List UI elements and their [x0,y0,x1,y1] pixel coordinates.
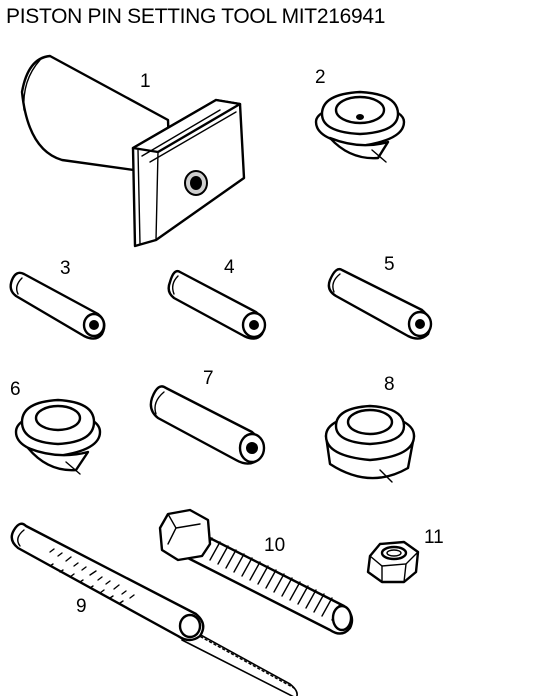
part-10-hex-bolt-icon [158,508,354,635]
part-8-guide-collar-icon [324,404,416,483]
part-6-guide-collar-icon [14,398,102,475]
part-number-label: 9 [76,596,87,617]
part-number-label: 3 [60,258,71,279]
part-number-label: 7 [203,368,214,389]
part-number-label: 11 [424,527,444,548]
part-number-label: 5 [384,254,395,275]
part-7-pin-adapter-icon [149,385,266,465]
part-number-label: 1 [140,71,151,92]
part-3-pin-adapter-icon [9,271,106,340]
part-11-hex-nut-icon [366,540,420,584]
part-1-mandrel-with-plate-icon [20,54,246,248]
part-number-label: 6 [10,379,21,400]
part-number-label: 8 [384,374,395,395]
part-number-label: 10 [264,535,285,556]
part-4-pin-adapter-icon [167,269,267,340]
part-number-label: 2 [315,67,326,88]
page-title: PISTON PIN SETTING TOOL MIT216941 [6,5,386,28]
part-2-guide-collar-icon [314,90,406,163]
part-9-graduated-rod-icon [10,522,298,696]
part-number-label: 4 [224,257,235,278]
part-5-pin-adapter-icon [327,267,433,340]
